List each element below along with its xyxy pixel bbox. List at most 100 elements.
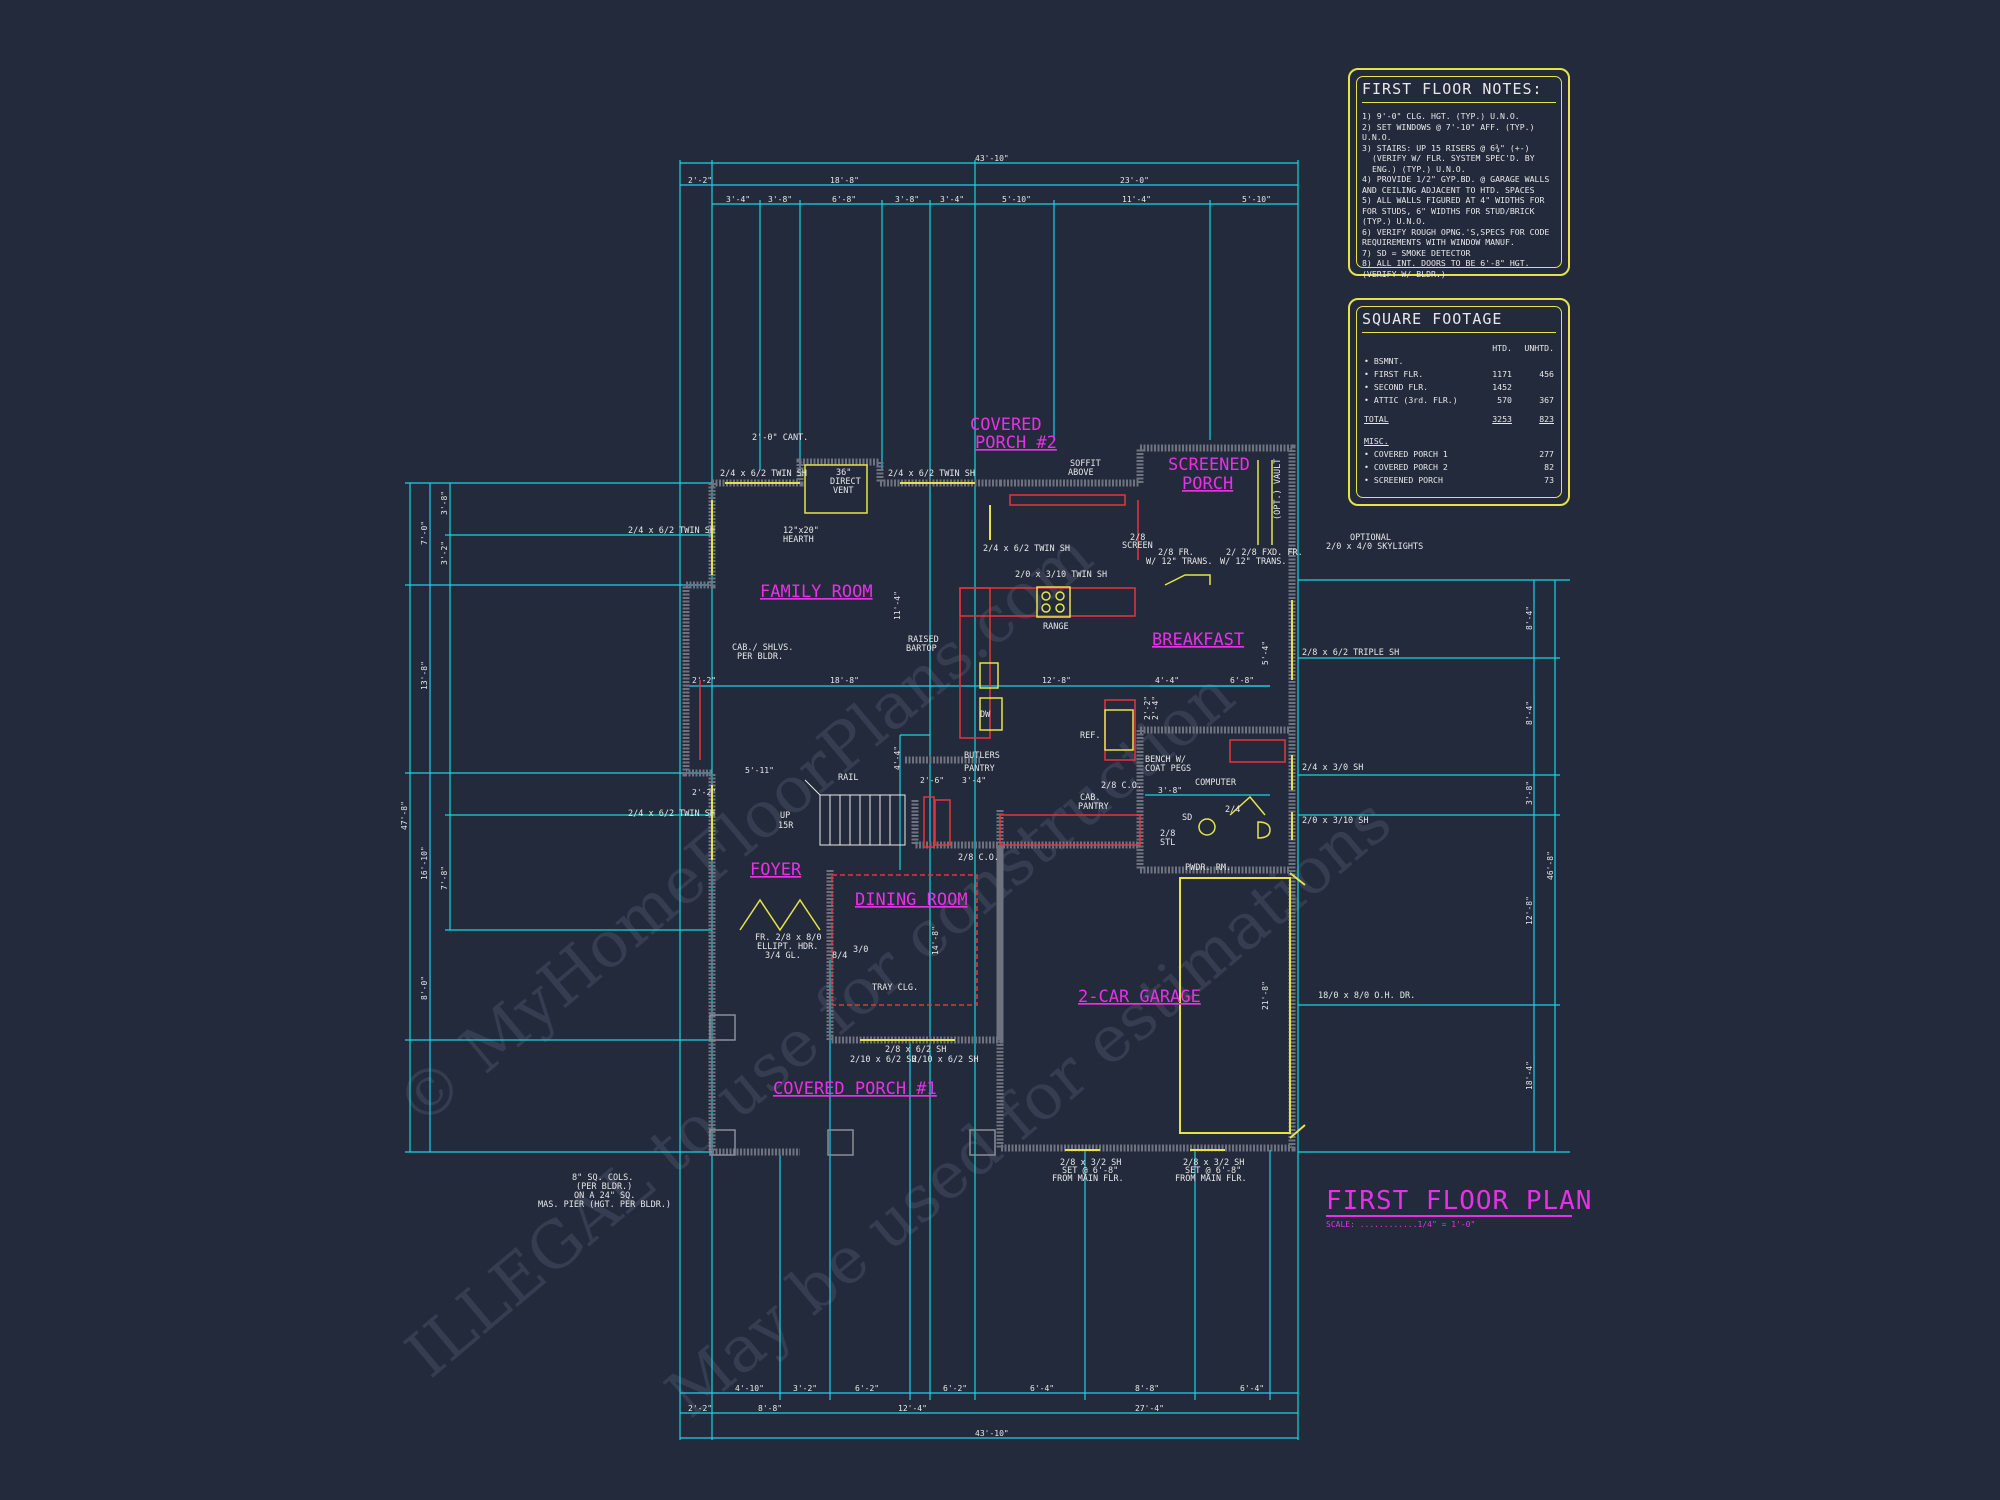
note-item: (VERIFY W/ FLR. SYSTEM SPEC'D. BY ENG.) …: [1372, 153, 1535, 174]
table-row: • SECOND FLR.1452: [1362, 380, 1556, 393]
room-label-foyer: FOYER: [750, 860, 802, 880]
dim-bottom-a: 6'-2": [855, 1384, 879, 1393]
label-window: 2/4 x 6/2 TWIN SH: [888, 469, 975, 479]
fixtures: [739, 460, 1273, 932]
room-label-screened-porch-a: SCREENED: [1168, 455, 1250, 475]
plan-title-underline: [1326, 1215, 1572, 1217]
sqft-title: SQUARE FOOTAGE: [1362, 310, 1556, 333]
dim-interior: 3'-8": [1158, 786, 1182, 795]
stairs: [804, 779, 906, 846]
label-window: 2/10 x 6/2 SH: [912, 1055, 979, 1065]
table-cell: [1514, 426, 1556, 448]
dim-top-a: 18'-8": [830, 176, 859, 185]
dim-interior: 14'-8": [931, 926, 940, 955]
dim-bottom-b: 2'-2": [688, 1404, 712, 1413]
range-burner: [1041, 603, 1051, 613]
dim-interior: 11'-4": [893, 591, 902, 620]
dim-left-outer: 47'-8": [400, 801, 409, 830]
dim-interior: 12'-8": [1042, 676, 1071, 685]
dim-bottom-a: 6'-4": [1030, 1384, 1054, 1393]
dim-top-a: 23'-0": [1120, 176, 1149, 185]
dim-interior: 4'-4": [893, 746, 902, 770]
dim-left-mid: 8'-0": [420, 976, 429, 1000]
dim-bottom-a: 6'-4": [1240, 1384, 1264, 1393]
label-storage: STL: [1160, 838, 1175, 848]
label-direct-vent: DIRECT: [830, 477, 861, 487]
dim-bottom-a: 3'-2": [793, 1384, 817, 1393]
label-bench: COAT PEGS: [1145, 764, 1191, 774]
label-fr-door: 2/8 FR.: [1158, 548, 1194, 558]
room-labels: FAMILY ROOM BREAKFAST FOYER DINING ROOM …: [750, 415, 1250, 1099]
room-label-family-room: FAMILY ROOM: [760, 582, 873, 602]
label-window: 2/10 x 6/2 SH: [850, 1055, 917, 1065]
room-label-screened-porch-b: PORCH: [1182, 474, 1233, 494]
label-window: 2/8 x 3/2 SH: [1060, 1158, 1121, 1168]
square-footage-panel: SQUARE FOOTAGE HTD.UNHTD. • BSMNT. • FIR…: [1348, 298, 1570, 506]
dim-bottom-total: 43'-10": [975, 1429, 1009, 1438]
label-tray-ceiling: TRAY CLG.: [872, 983, 918, 993]
first-floor-notes-panel: FIRST FLOOR NOTES: 1) 9'-0" CLG. HGT. (T…: [1348, 68, 1570, 279]
dim-right-inner: 3'-8": [1525, 781, 1534, 805]
table-cell: [1484, 473, 1514, 486]
dim-interior: 5'-11": [745, 766, 774, 775]
note-item: 3) STAIRS: UP 15 RISERS @ 6¾" (+-): [1362, 142, 1530, 153]
label-window: 2/8 x 3/2 SH: [1183, 1158, 1244, 1168]
room-label-garage: 2-CAR GARAGE: [1078, 987, 1201, 1007]
dim-top-total: 43'-10": [975, 154, 1009, 163]
label-cant: 2'-0" CANT.: [752, 433, 808, 443]
room-label-breakfast: BREAKFAST: [1152, 630, 1244, 650]
dim-top-b: 3'-4": [940, 195, 964, 204]
label-bench: BENCH W/: [1145, 755, 1186, 765]
label-closet: 2/8 C.O.: [1101, 781, 1142, 791]
dim-left-inner: 3'-8": [440, 491, 449, 515]
dim-bottom-a: 4'-10": [735, 1384, 764, 1393]
dim-top-b: 5'-10": [1242, 195, 1271, 204]
room-label-covered-porch-2b: PORCH #2: [975, 433, 1057, 453]
dim-interior: 4'-4": [1155, 676, 1179, 685]
table-cell: [1484, 426, 1514, 448]
note-item: 8) ALL INT. DOORS TO BE 6'-8" HGT. (VERI…: [1362, 258, 1530, 279]
dim-bottom-b: 12'-4": [898, 1404, 927, 1413]
label-fxd-door: 2/ 2/8 FXD. FR.: [1226, 548, 1303, 558]
label-columns: 8" SQ. COLS.: [572, 1173, 633, 1183]
dim-left-mid: 13'-8": [420, 661, 429, 690]
table-cell: • BSMNT.: [1364, 355, 1404, 366]
label-cab-pantry: CAB.: [1080, 793, 1100, 803]
label-butlers-pantry: BUTLERS: [964, 751, 1000, 761]
range-burner: [1041, 591, 1051, 601]
note-item: 7) SD = SMOKE DETECTOR: [1362, 247, 1471, 258]
label-columns: ON A 24" SQ.: [574, 1191, 635, 1201]
label-door: 3/0: [853, 945, 868, 955]
table-row: HTD.UNHTD.: [1362, 341, 1556, 354]
label-vault: (OPT.) VAULT: [1273, 459, 1283, 520]
dim-right-inner: 18'-4": [1525, 1061, 1534, 1090]
watermark: © MyHomeFloorPlans.com ILLEGAL to use fo…: [383, 518, 1406, 1432]
note-item: 4) PROVIDE 1/2" GYP.BD. @ GARAGE WALLS A…: [1362, 174, 1550, 195]
table-cell: 73: [1544, 474, 1554, 485]
notes-title: FIRST FLOOR NOTES:: [1362, 80, 1556, 103]
dim-top-b: 11'-4": [1122, 195, 1151, 204]
dim-right-inner: 8'-4": [1525, 606, 1534, 630]
label-window: SET @ 6'-8": [1062, 1166, 1118, 1176]
label-window: 2/4 x 6/2 TWIN SH: [983, 544, 1070, 554]
table-header: [1362, 341, 1484, 354]
dim-right-inner: 12'-8": [1525, 896, 1534, 925]
table-cell: 277: [1539, 448, 1554, 459]
label-overhead-door: 18/0 x 8/0 O.H. DR.: [1318, 991, 1415, 1001]
dim-top-b: 5'-10": [1002, 195, 1031, 204]
label-stairs-up: 15R: [778, 821, 794, 831]
dim-left-mid: 16'-10": [420, 846, 429, 880]
label-butlers-pantry: PANTRY: [964, 764, 995, 774]
table-cell: • COVERED PORCH 2: [1364, 461, 1448, 472]
dim-interior: 5'-4": [1261, 641, 1270, 665]
table-cell: 823: [1539, 414, 1554, 424]
label-door: 8/4: [832, 951, 847, 961]
label-fr-door: W/ 12" TRANS.: [1146, 557, 1213, 567]
label-computer: COMPUTER: [1195, 778, 1237, 788]
range-burner: [1055, 603, 1065, 613]
